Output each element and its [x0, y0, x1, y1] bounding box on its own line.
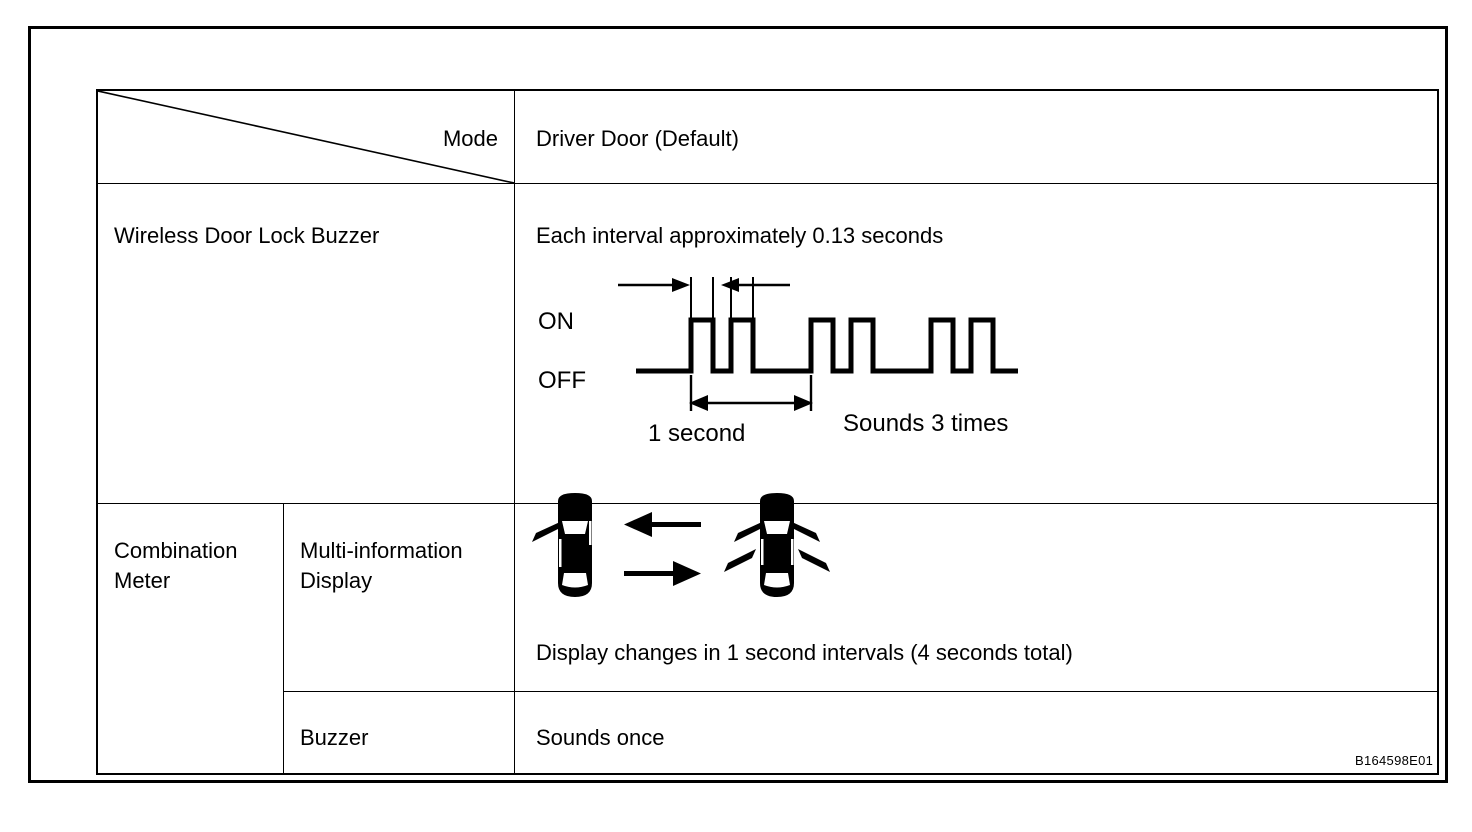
header-diagonal-divider — [98, 91, 514, 183]
row-label-multi-information-display: Multi-information Display — [300, 538, 463, 593]
waveform-on-label: ON — [538, 308, 574, 335]
divider-mid-buzzer-row — [283, 691, 1437, 692]
row-label-wireless-door-lock-buzzer: Wireless Door Lock Buzzer — [114, 223, 380, 248]
header-mode-value: Driver Door (Default) — [536, 126, 739, 151]
divider-header-column — [514, 91, 515, 183]
multi-information-display-graphic — [528, 491, 858, 611]
figure-code-label: B164598E01 — [1355, 753, 1434, 768]
combination-meter-buzzer-value: Sounds once — [536, 725, 665, 750]
waveform-pulse-train — [636, 317, 1018, 374]
waveform-off-label: OFF — [538, 367, 586, 394]
waveform-svg: ON OFF 1 second Sounds 3 times — [538, 277, 1018, 447]
car-right-icon — [724, 493, 830, 597]
interval-dimension-arrows — [618, 277, 790, 319]
car-left-icon — [532, 493, 592, 597]
waveform-repeat-label: Sounds 3 times — [843, 410, 1008, 437]
specification-table: Mode Driver Door (Default) Wireless Door… — [96, 89, 1439, 775]
row-label-combination-meter-buzzer: Buzzer — [300, 725, 369, 750]
buzzer-waveform-diagram: ON OFF 1 second Sounds 3 times — [528, 263, 1028, 448]
divider-header-row — [98, 183, 1437, 184]
divider-combi-value-column — [514, 503, 515, 775]
car-indicator-svg — [532, 493, 830, 597]
row-label-combination-meter: Combination Meter — [114, 538, 238, 593]
divider-combi-label-column — [283, 503, 284, 775]
arrow-right-icon — [624, 561, 701, 586]
header-mode-label: Mode — [442, 126, 498, 151]
multi-information-display-caption: Display changes in 1 second intervals (4… — [536, 640, 1073, 665]
page-border-frame: Mode Driver Door (Default) Wireless Door… — [28, 26, 1448, 783]
arrow-left-icon — [624, 512, 701, 537]
one-second-dimension — [689, 375, 813, 411]
divider-buzzer-column — [514, 183, 515, 503]
waveform-duration-label: 1 second — [648, 420, 745, 447]
buzzer-interval-text: Each interval approximately 0.13 seconds — [536, 223, 944, 248]
